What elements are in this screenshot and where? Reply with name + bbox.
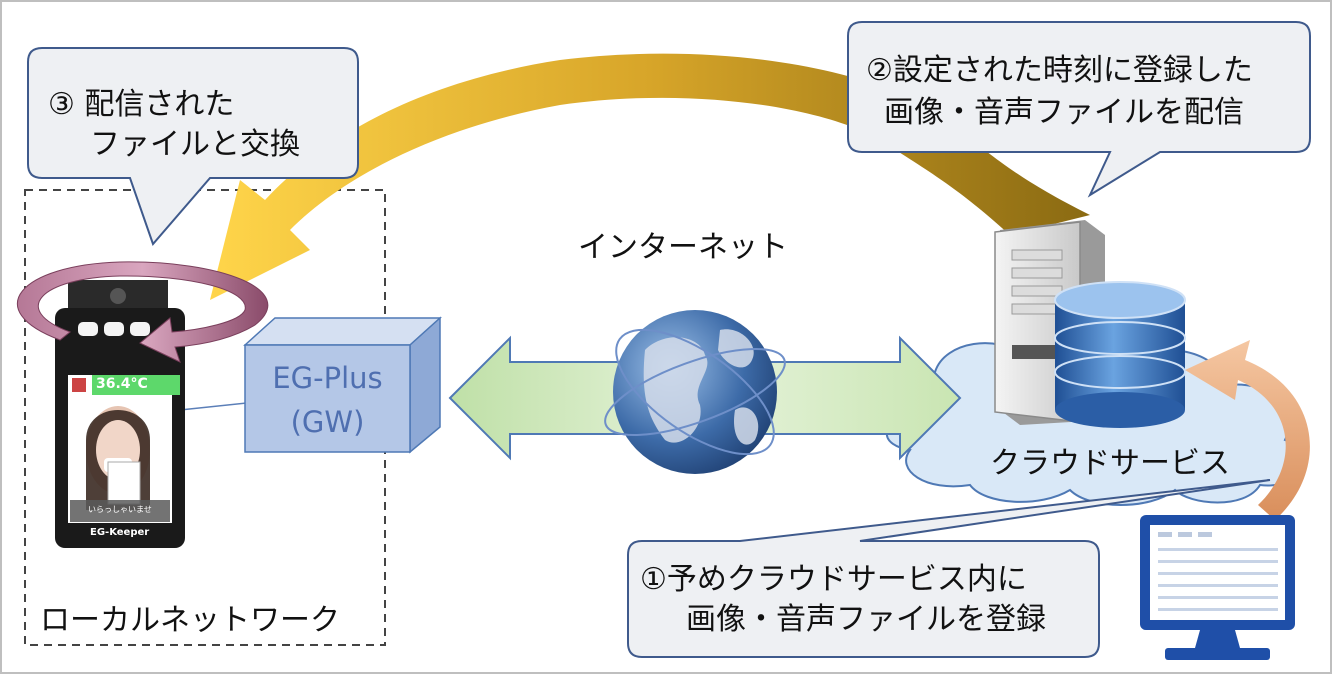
callout-step1 <box>627 479 1271 658</box>
register-arrow <box>1185 340 1310 520</box>
internet-label: インターネット <box>578 230 788 265</box>
device-brand: EG-Keeper <box>90 527 150 538</box>
callout-step2-line1: ②設定された時刻に登録した <box>866 53 1253 88</box>
callout-step1-line1: ①予めクラウドサービス内に <box>640 562 1027 597</box>
callout-step3-line2: ファイルと交換 <box>90 127 300 162</box>
callout-step2 <box>847 21 1311 198</box>
local-network-boundary <box>24 189 386 646</box>
gateway-name: EG-Plus <box>272 361 383 395</box>
device-greeting: いらっしゃいませ <box>88 505 152 514</box>
globe-icon <box>604 310 786 474</box>
local-network-label: ローカルネットワーク <box>40 603 340 638</box>
callout-step1-line2: 画像・音声ファイルを登録 <box>686 602 1046 637</box>
exchange-ring-arrow <box>16 261 269 363</box>
gateway-box <box>243 316 442 454</box>
device-temperature: 36.4°C <box>96 376 148 392</box>
gateway-role: (GW) <box>290 405 365 439</box>
callout-step2-line2: 画像・音声ファイルを配信 <box>884 95 1244 130</box>
monitor-icon <box>1140 515 1295 660</box>
cloud-service-label: クラウドサービス <box>990 446 1230 481</box>
database-icon <box>1054 281 1186 428</box>
callout-step3 <box>27 47 359 246</box>
callout-step3-line1: ③ 配信された <box>48 87 235 122</box>
face-terminal-device <box>55 280 185 548</box>
